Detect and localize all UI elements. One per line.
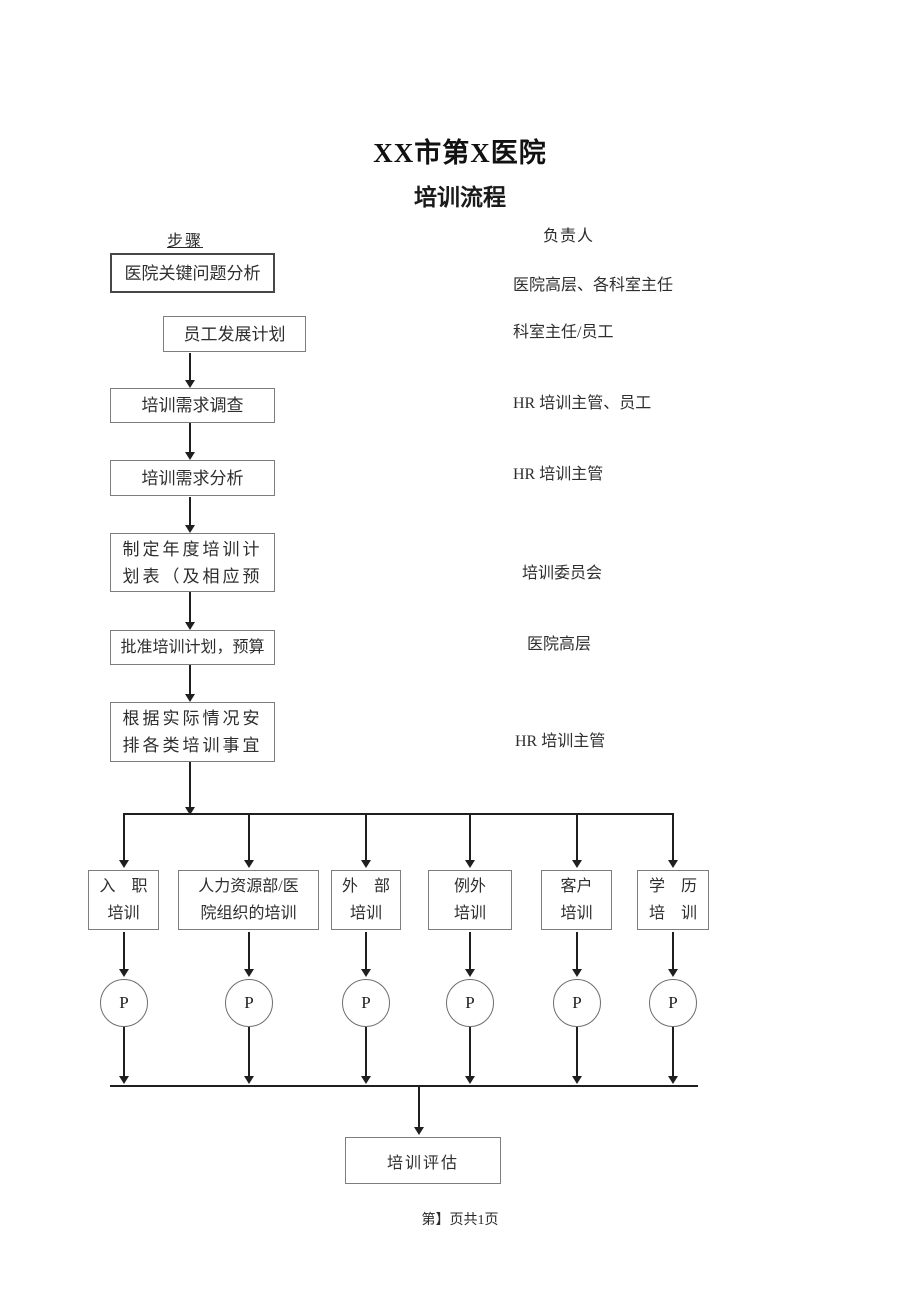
flow-step-5-box: 制定年度培训计 划表（及相应预: [110, 533, 275, 592]
responsible-5-label: 培训委员会: [522, 565, 603, 582]
responsible-2-label: 科室主任/员工: [513, 324, 614, 341]
branch-box-degree-training: 学 历 培 训: [637, 870, 709, 930]
arrow-circle1-to-merge: [119, 1027, 129, 1084]
branch-drop-arrow-5: [572, 814, 582, 868]
responsible-column-header: 负责人: [543, 228, 595, 245]
responsible-4-label: HR 培训主管: [513, 466, 604, 483]
arrow-circle2-to-merge: [244, 1027, 254, 1084]
flow-step-7-box: 根据实际情况安 排各类培训事宜: [110, 702, 275, 762]
process-circle-3: P: [342, 979, 390, 1027]
responsible-6-label: 医院高层: [527, 636, 592, 653]
flow-step-6-box: 批准培训计划，预算: [110, 630, 275, 665]
branch-split-line: [123, 813, 674, 815]
evaluation-box: 培训评估: [345, 1137, 501, 1184]
arrow-box2-to-circle: [244, 932, 254, 977]
arrow-circle5-to-merge: [572, 1027, 582, 1084]
arrow-box5-to-circle: [572, 932, 582, 977]
branch-box-hr-organized-training: 人力资源部/医 院组织的培训: [178, 870, 319, 930]
arrow-box3-to-circle: [361, 932, 371, 977]
branch-box-customer-training: 客户 培训: [541, 870, 612, 930]
process-circle-4: P: [446, 979, 494, 1027]
arrow-box1-to-circle: [119, 932, 129, 977]
branch-box-onboarding-training: 入 职 培训: [88, 870, 159, 930]
arrow-step5-to-step6: [185, 592, 195, 630]
arrow-step6-to-step7: [185, 665, 195, 702]
responsible-3-label: HR 培训主管、员工: [513, 395, 652, 412]
branch-drop-arrow-4: [465, 814, 475, 868]
arrow-box4-to-circle: [465, 932, 475, 977]
branch-box-external-training: 外 部 培训: [331, 870, 401, 930]
steps-column-header: 步骤: [167, 233, 204, 250]
branch-drop-arrow-6: [668, 814, 678, 868]
arrow-step7-to-split: [185, 762, 195, 815]
branch-merge-line: [110, 1085, 698, 1087]
arrow-circle6-to-merge: [668, 1027, 678, 1084]
branch-box-exception-training: 例外 培训: [428, 870, 512, 930]
page-footer: 第】页共1页: [421, 1213, 499, 1228]
arrow-box6-to-circle: [668, 932, 678, 977]
branch-drop-arrow-3: [361, 814, 371, 868]
responsible-1-label: 医院高层、各科室主任: [513, 277, 674, 294]
process-circle-1: P: [100, 979, 148, 1027]
branch-drop-arrow-2: [244, 814, 254, 868]
process-circle-6: P: [649, 979, 697, 1027]
document-subtitle: 培训流程: [414, 184, 506, 210]
flow-step-2-box: 员工发展计划: [163, 316, 306, 352]
arrow-step4-to-step5: [185, 497, 195, 533]
responsible-7-label: HR 培训主管: [515, 733, 606, 750]
flow-step-3-box: 培训需求调查: [110, 388, 275, 423]
arrow-step3-to-step4: [185, 423, 195, 460]
arrow-circle4-to-merge: [465, 1027, 475, 1084]
flow-step-4-box: 培训需求分析: [110, 460, 275, 496]
arrow-circle3-to-merge: [361, 1027, 371, 1084]
document-title: XX市第X医院: [373, 138, 547, 168]
arrow-merge-to-evaluation: [414, 1087, 424, 1135]
arrow-step2-to-step3: [185, 353, 195, 388]
branch-drop-arrow-1: [119, 814, 129, 868]
process-circle-2: P: [225, 979, 273, 1027]
process-circle-5: P: [553, 979, 601, 1027]
flow-step-1-box: 医院关键问题分析: [110, 253, 275, 293]
